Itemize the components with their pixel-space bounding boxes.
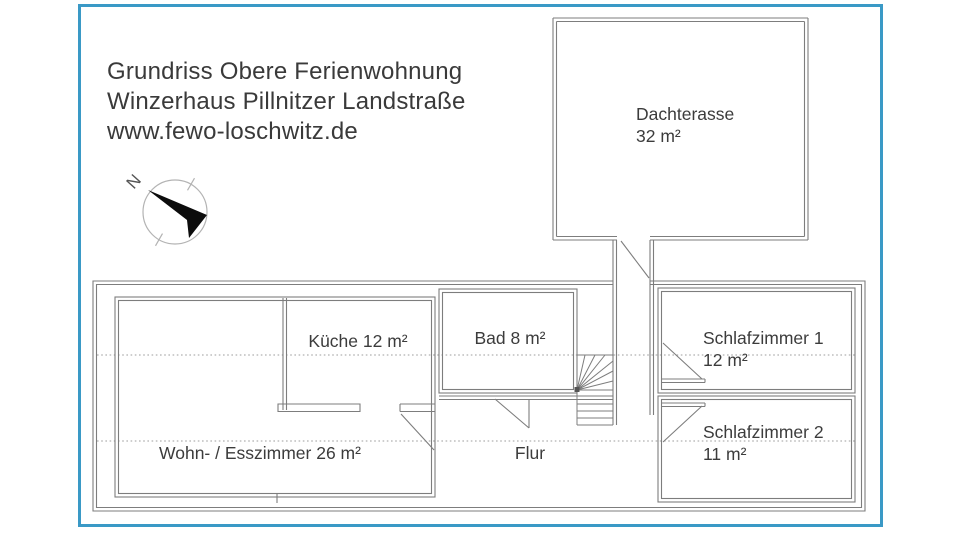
- schlafzimmer1-name: Schlafzimmer 1: [703, 328, 824, 348]
- title-line-2: Winzerhaus Pillnitzer Landstraße: [107, 88, 466, 115]
- room-label-schlafzimmer1: Schlafzimmer 1 12 m²: [703, 327, 824, 371]
- room-label-wohnzimmer: Wohn- / Esszimmer 26 m²: [159, 443, 361, 463]
- stairs-icon: [574, 354, 614, 426]
- plan-title: Grundriss Obere Ferienwohnung Winzerhaus…: [107, 57, 466, 147]
- flur-walls: [439, 395, 613, 429]
- wohnzimmer-kueche-walls: [114, 296, 436, 503]
- dachterasse-name: Dachterasse: [636, 104, 735, 124]
- corridor-walls: [612, 240, 655, 425]
- title-line-3: www.fewo-loschwitz.de: [107, 118, 358, 145]
- schlafzimmer2-walls: [657, 395, 856, 503]
- room-label-kueche: Küche 12 m²: [308, 331, 408, 351]
- bad-walls: [438, 288, 578, 394]
- schlafzimmer2-name: Schlafzimmer 2: [703, 422, 824, 442]
- title-line-1: Grundriss Obere Ferienwohnung: [107, 58, 463, 85]
- dachterasse-walls: [552, 17, 809, 279]
- room-label-flur: Flur: [514, 443, 546, 463]
- schlafzimmer2-area: 11 m²: [703, 444, 747, 464]
- room-label-bad: Bad 8 m²: [474, 328, 546, 348]
- schlafzimmer1-walls: [657, 287, 856, 394]
- room-label-dachterasse: Dachterasse 32 m²: [636, 103, 734, 147]
- roof-slope-dotted-lines: [97, 354, 855, 442]
- compass-north-icon: [142, 177, 208, 247]
- schlafzimmer1-area: 12 m²: [703, 350, 748, 370]
- image-border-frame: [78, 4, 883, 527]
- outer-walls: [92, 280, 866, 512]
- room-label-schlafzimmer2: Schlafzimmer 2 11 m²: [703, 421, 824, 465]
- dachterasse-area: 32 m²: [636, 126, 681, 146]
